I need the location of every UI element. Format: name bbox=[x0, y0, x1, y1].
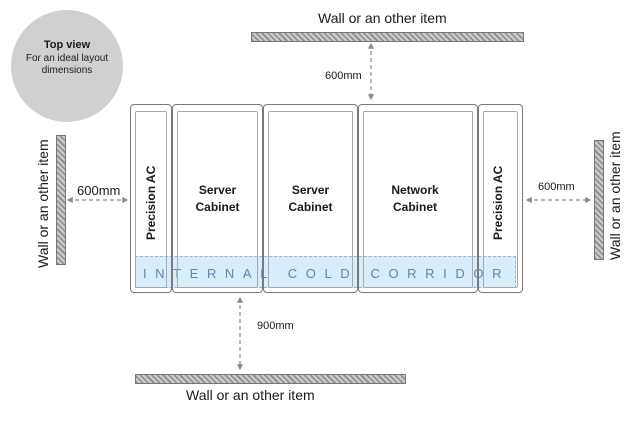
server-cabinet-2-label-line1: Server bbox=[291, 183, 330, 197]
server-cabinet-1 bbox=[172, 104, 263, 293]
server-cabinet-2-frame bbox=[268, 111, 353, 288]
precision-ac-right bbox=[478, 104, 523, 293]
server-cabinet-1-frame bbox=[177, 111, 258, 288]
top-view-subtitle-line1: For an ideal layout bbox=[25, 53, 109, 64]
wall-right bbox=[594, 140, 604, 260]
server-cabinet-1-label-line2: Cabinet bbox=[195, 200, 240, 214]
server-cabinet-1-label: Server Cabinet bbox=[172, 182, 263, 216]
wall-top bbox=[251, 32, 524, 42]
top-view-badge: Top view For an ideal layout dimensions bbox=[11, 10, 123, 122]
precision-ac-left bbox=[130, 104, 172, 293]
network-cabinet bbox=[358, 104, 478, 293]
precision-ac-left-frame bbox=[135, 111, 167, 288]
precision-ac-right-frame bbox=[483, 111, 518, 288]
server-cabinet-2 bbox=[263, 104, 358, 293]
cold-corridor: INTERNAL COLD CORRIDOR bbox=[135, 256, 516, 288]
network-cabinet-label-line2: Cabinet bbox=[392, 200, 437, 214]
top-view-title: Top view bbox=[43, 39, 91, 51]
wall-top-label: Wall or an other item bbox=[318, 10, 447, 26]
top-view-subtitle: For an ideal layout dimensions bbox=[11, 53, 123, 77]
cold-corridor-label: INTERNAL COLD CORRIDOR bbox=[142, 266, 511, 281]
dimension-left-label: 600mm bbox=[77, 183, 121, 198]
dimension-top-label: 600mm bbox=[325, 70, 362, 82]
network-cabinet-frame bbox=[363, 111, 473, 288]
wall-bottom bbox=[135, 374, 406, 384]
dimension-right-label: 600mm bbox=[538, 181, 575, 193]
server-cabinet-1-label-line1: Server bbox=[198, 183, 237, 197]
server-cabinet-2-label-line2: Cabinet bbox=[288, 200, 333, 214]
network-cabinet-label-line1: Network bbox=[391, 183, 439, 197]
wall-left bbox=[56, 135, 66, 265]
wall-bottom-label: Wall or an other item bbox=[186, 387, 315, 403]
server-cabinet-2-label: Server Cabinet bbox=[263, 182, 358, 216]
network-cabinet-label: Network Cabinet bbox=[358, 182, 472, 216]
top-view-subtitle-line2: dimensions bbox=[41, 65, 93, 76]
dimension-bottom-label: 900mm bbox=[257, 320, 294, 332]
